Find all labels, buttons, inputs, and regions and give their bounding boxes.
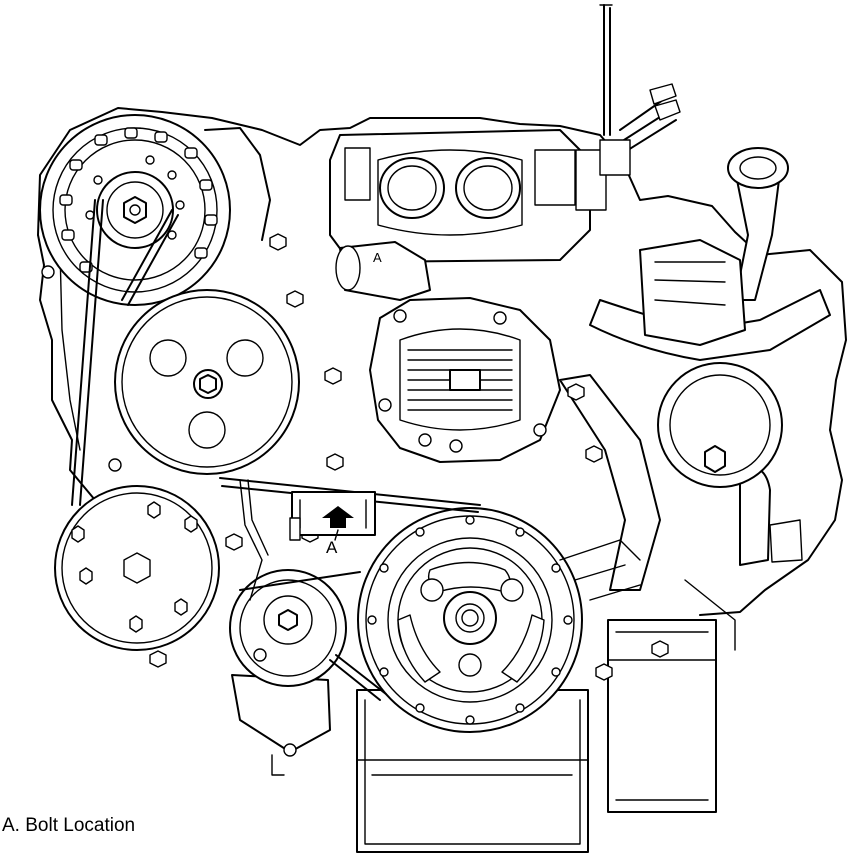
up-arrow-icon — [322, 506, 354, 528]
wiring-connectors — [620, 84, 680, 150]
throttle-body — [330, 130, 630, 262]
thermostat-housing: A — [336, 242, 430, 300]
tensioner-pulley — [230, 570, 346, 775]
oil-filter — [608, 620, 716, 812]
dipstick-tube — [600, 5, 612, 135]
bolt-location-bracket: A — [290, 492, 375, 557]
thermostat-callout-letter: A — [373, 250, 382, 265]
crankshaft-balancer — [358, 508, 582, 732]
alternator — [40, 115, 270, 305]
ignition-coil-bracket — [640, 240, 782, 487]
lower-brackets — [240, 480, 735, 650]
figure-caption: A. Bolt Location — [2, 815, 136, 836]
bracket-bolts — [42, 234, 668, 680]
balancer-holes — [368, 516, 572, 724]
power-steering-pulley — [115, 290, 299, 474]
bolt-callout-letter: A — [326, 538, 338, 557]
radiator-hoses — [560, 148, 830, 590]
oil-pan — [357, 690, 588, 852]
ac-compressor-pulley — [55, 486, 219, 650]
water-pump — [370, 298, 560, 462]
alternator-vents — [60, 128, 217, 272]
